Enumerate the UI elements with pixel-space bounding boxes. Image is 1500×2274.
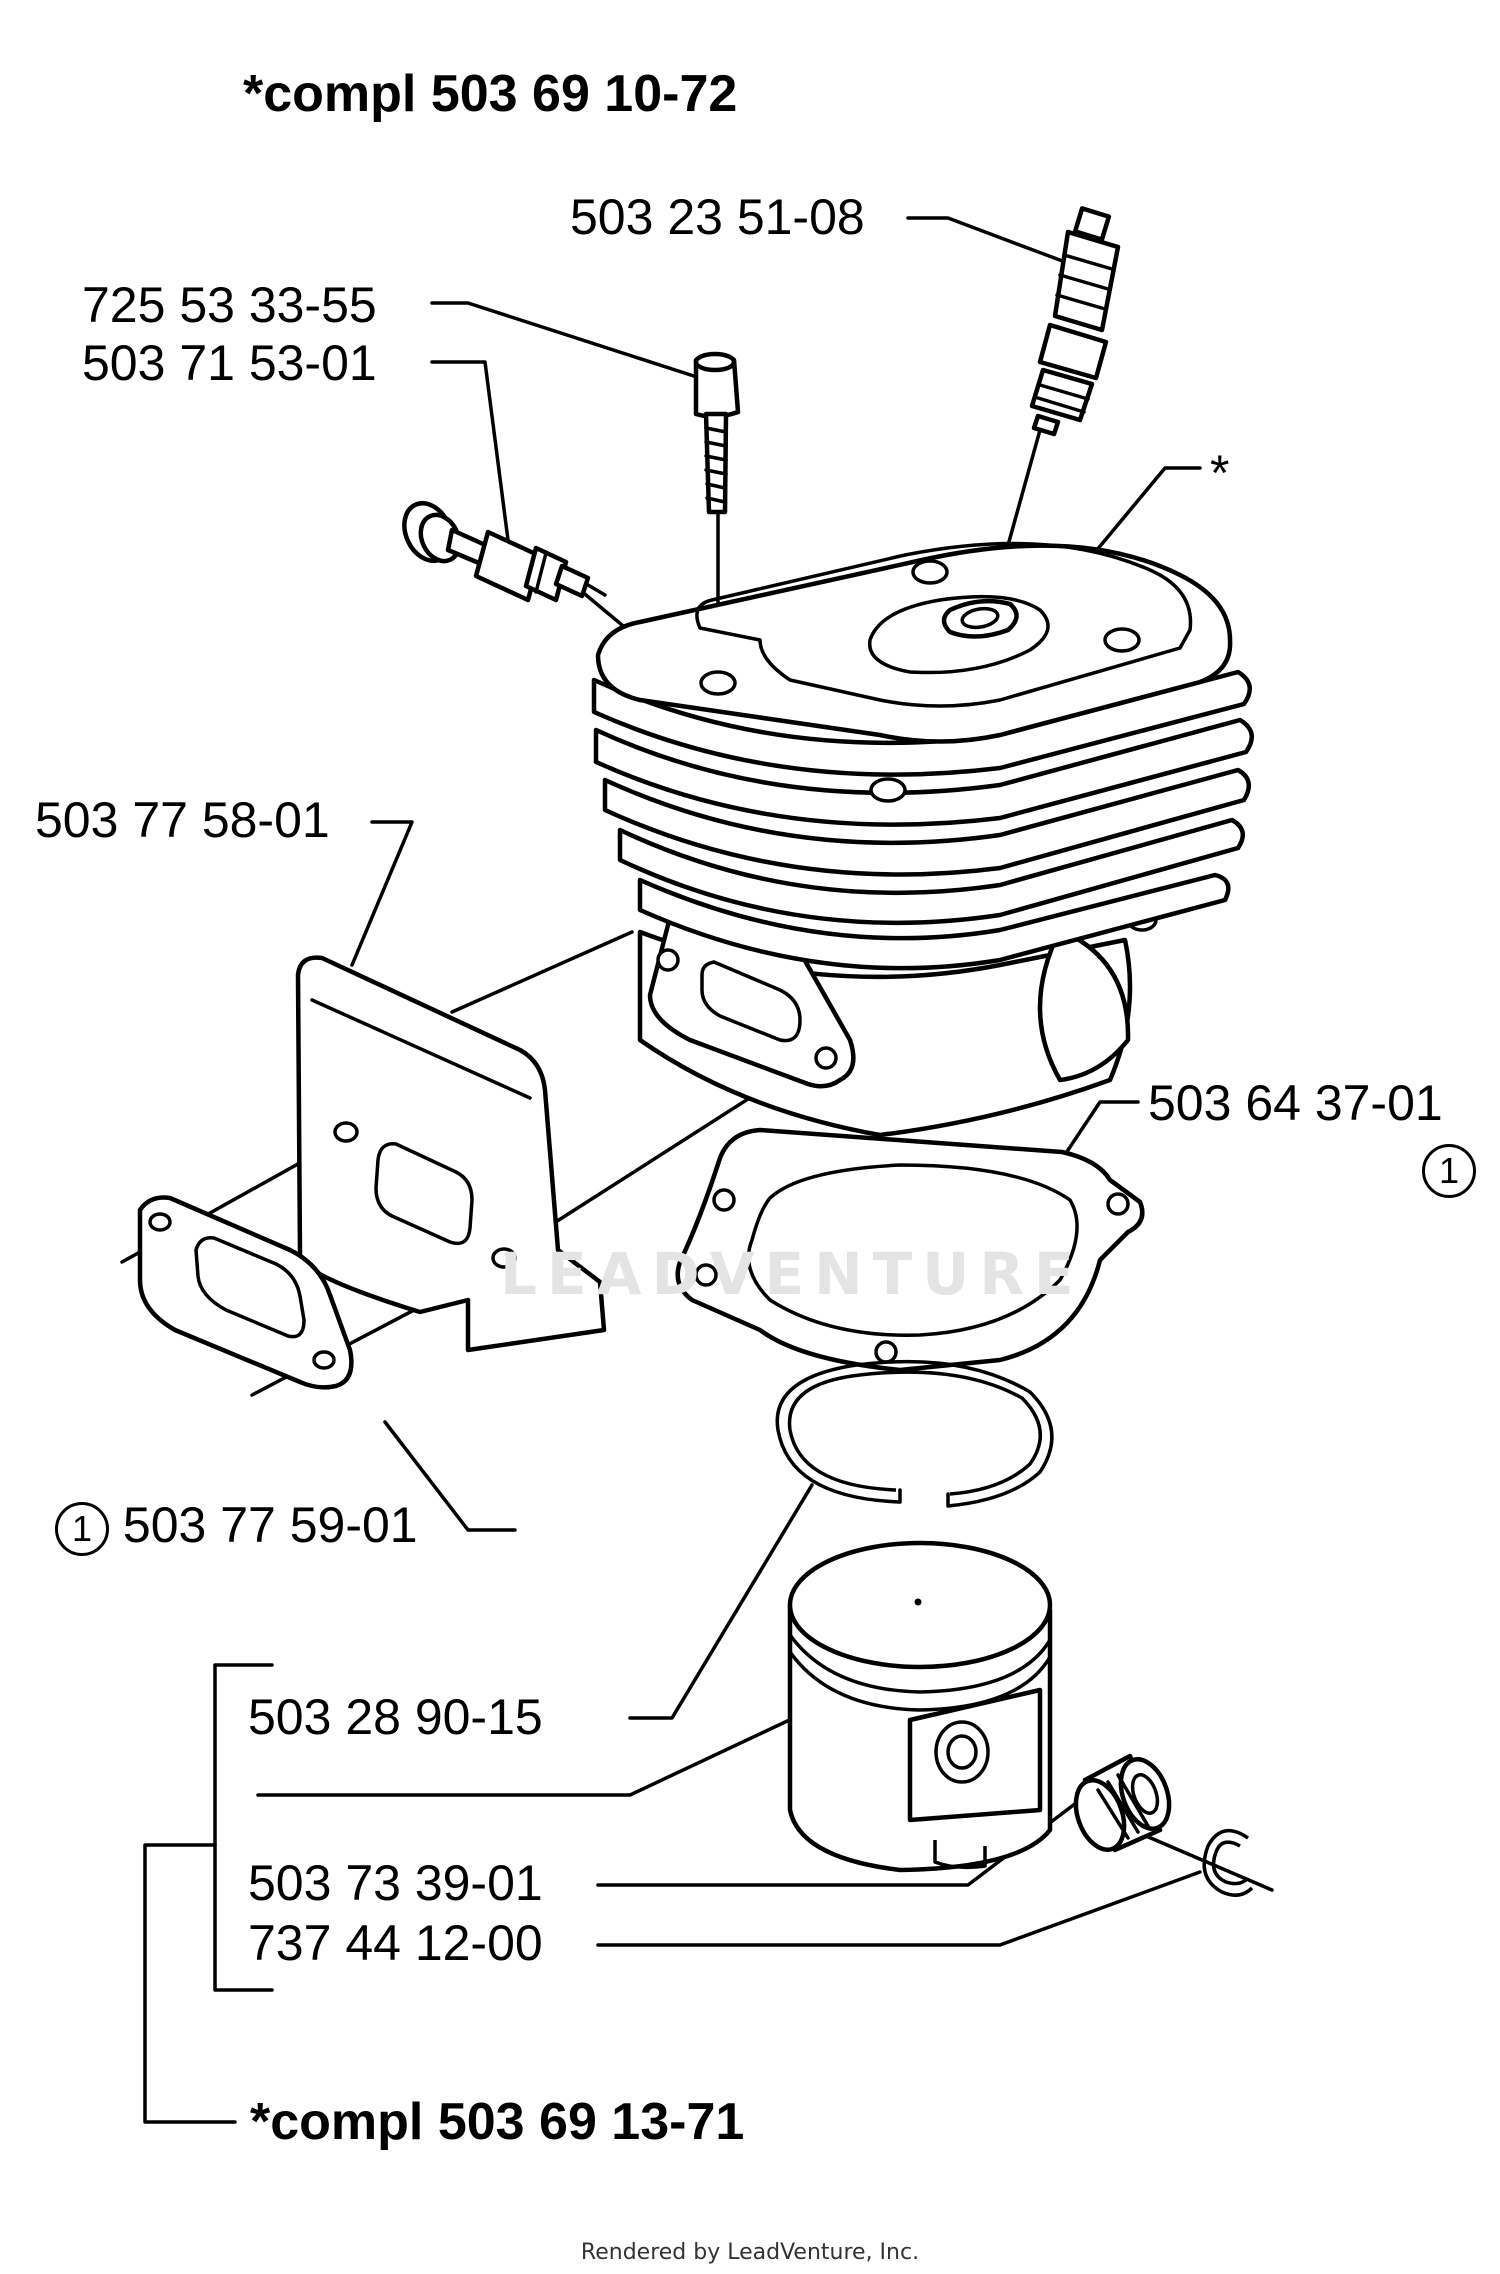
circlip-icon xyxy=(1202,1828,1254,1897)
needle-bearing-icon xyxy=(1073,1753,1172,1853)
screw-label: 725 53 33-55 xyxy=(82,277,377,333)
circlip-label: 737 44 12-00 xyxy=(248,1915,543,1971)
watermark: LEADVENTURE xyxy=(500,1240,1084,1308)
decompression-valve-label: 503 71 53-01 xyxy=(82,335,377,391)
needle-bearing-label: 503 73 39-01 xyxy=(248,1855,543,1911)
spark-plug-icon xyxy=(1029,206,1121,437)
assembly-top-label: *compl 503 69 10-72 xyxy=(243,65,738,123)
muffler-gasket-icon xyxy=(137,1195,354,1390)
circled-number-badge: 1 xyxy=(1422,1143,1476,1198)
cylinder-marker: * xyxy=(1210,445,1230,501)
screw-icon xyxy=(693,351,741,515)
muffler-gasket-label: 503 77 59-01 xyxy=(122,1497,418,1553)
muffler-gasket-label-group: 1 503 77 59-01 xyxy=(55,1500,418,1556)
heat-shield-label: 503 77 58-01 xyxy=(35,792,330,848)
piston-icon xyxy=(787,1540,1053,1873)
decompression-valve-icon xyxy=(402,501,607,603)
piston-ring-icon xyxy=(775,1359,1054,1508)
assembly-bottom-label: *compl 503 69 13-71 xyxy=(250,2093,745,2151)
circled-number-badge: 1 xyxy=(55,1501,109,1556)
piston-ring-label: 503 28 90-15 xyxy=(248,1689,543,1745)
spark-plug-label: 503 23 51-08 xyxy=(570,189,865,245)
credit-footer: Rendered by LeadVenture, Inc. xyxy=(580,2240,920,2265)
cylinder-gasket-note: 1 xyxy=(1422,1142,1476,1198)
cylinder-gasket-label: 503 64 37-01 xyxy=(1148,1075,1443,1131)
cylinder-gasket-icon xyxy=(675,1127,1145,1373)
cylinder-icon xyxy=(591,541,1254,1138)
